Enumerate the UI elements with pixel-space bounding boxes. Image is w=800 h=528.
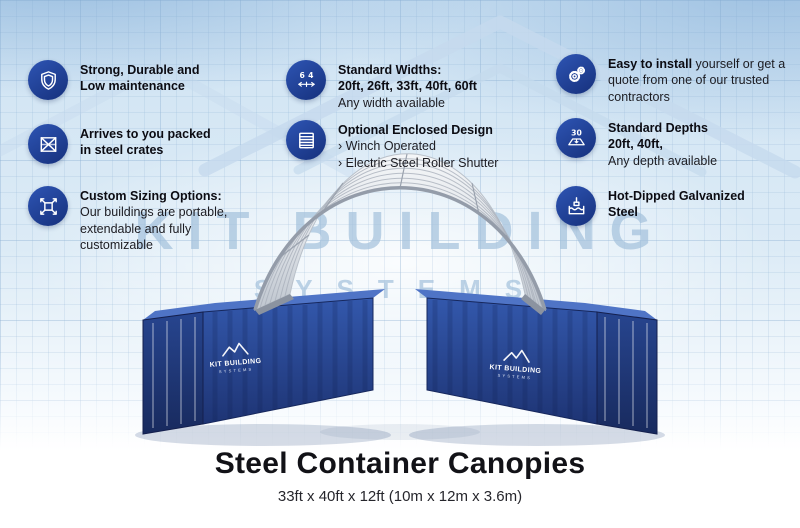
feature-title: Standard Widths: [338,63,442,77]
right-container-door-rods [604,317,648,428]
feature-galvanized: Hot-Dipped Galvanized Steel [556,186,768,226]
feature-body: Any depth available [608,153,718,168]
feature-title: Custom Sizing Options: [80,189,222,203]
resize-arrows-icon [28,186,68,226]
feature-body: Our buildings are portable, extendable a… [80,205,228,252]
product-title: Steel Container Canopies [214,447,586,480]
feature-body: yourself or get a quote from one of our … [608,57,786,104]
svg-text:SYSTEMS: SYSTEMS [497,373,532,381]
feature-easy-install: Easy to install yourself or get a quote … [556,54,800,105]
feature-enclosed-design: Optional Enclosed Design › Winch Operate… [286,120,498,171]
right-container-logo: KIT BUILDING SYSTEMS [489,349,542,381]
ground-shadows [135,424,665,446]
canopy-arch [253,153,547,315]
feature-custom-sizing: Custom Sizing Options: Our buildings are… [28,186,252,253]
left-container-door-rods [152,317,196,428]
canopy-front-edge [253,186,547,311]
galvanized-dip-icon [556,186,596,226]
crate-icon [28,124,68,164]
feature-title: Strong, Durable and Low maintenance [80,63,200,94]
svg-text:4: 4 [308,71,313,80]
feature-title: Arrives to you packed in steel crates [80,127,211,158]
svg-text:30: 30 [571,128,582,137]
product-dimensions: 33ft x 40ft x 12ft (10m x 12m x 3.6m) [277,487,523,505]
svg-text:6: 6 [299,71,304,80]
feature-list-item: › Winch Operated [338,139,436,154]
feature-title: Easy to install [608,57,693,71]
feature-sizes: 20ft, 26ft, 33ft, 40ft, 60ft [338,79,477,94]
roofline-inner [293,63,707,177]
caption: Steel Container Canopies 33ft x 40ft x 1… [0,447,800,505]
feature-title: Optional Enclosed Design [338,123,493,137]
feature-durability: Strong, Durable and Low maintenance [28,60,220,100]
svg-text:SYSTEMS: SYSTEMS [219,366,254,374]
feature-body: Any width available [338,95,446,110]
canopy-left-endcap [255,294,294,315]
gears-icon [556,54,596,94]
feature-title: Hot-Dipped Galvanized Steel [608,189,745,220]
feature-standard-depths: 30 Standard Depths 20ft, 40ft, Any depth… [556,118,717,169]
roller-shutter-icon [286,120,326,160]
svg-text:KIT BUILDING: KIT BUILDING [489,364,541,375]
canopy-right-endcap [521,294,545,315]
product-render: KIT BUILDING SYSTEMS KIT [135,153,665,446]
width-ruler-icon: 6 4 [286,60,326,100]
right-container: KIT BUILDING SYSTEMS [415,289,658,435]
feature-packaging: Arrives to you packed in steel crates [28,124,222,164]
shield-icon [28,60,68,100]
feature-list-item: › Electric Steel Roller Shutter [338,155,499,170]
left-container-logo: KIT BUILDING SYSTEMS [209,342,262,374]
depth-icon: 30 [556,118,596,158]
feature-sizes: 20ft, 40ft, [608,137,663,152]
feature-title: Standard Depths [608,121,709,135]
feature-standard-widths: 6 4 Standard Widths: 20ft, 26ft, 33ft, 4… [286,60,477,111]
right-container-corrugation [432,300,588,421]
left-container-corrugation [212,300,368,421]
svg-text:KIT BUILDING: KIT BUILDING [209,358,261,369]
